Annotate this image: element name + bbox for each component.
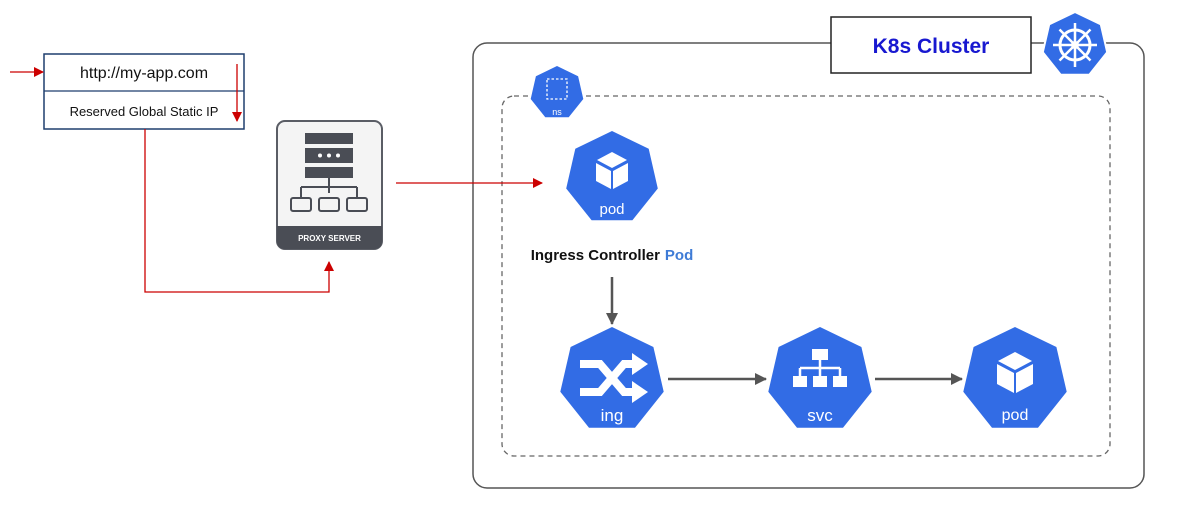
ip-to-proxy-arrow bbox=[144, 129, 334, 293]
ingress-label: ing bbox=[601, 406, 624, 425]
backend-pod-label: pod bbox=[1002, 407, 1029, 424]
cluster-title-box bbox=[830, 16, 1032, 74]
pod-cube-icon bbox=[963, 327, 1067, 428]
ingress-controller-pod-label: pod bbox=[599, 201, 624, 218]
caption-prefix: Ingress Controller bbox=[531, 247, 660, 264]
namespace-label: ns bbox=[552, 107, 562, 117]
namespace-icon bbox=[530, 66, 584, 118]
cluster-title: K8s Cluster bbox=[873, 35, 990, 58]
static-ip-text: Reserved Global Static IP bbox=[70, 104, 219, 119]
service-tree-icon bbox=[768, 327, 872, 428]
proxy-server-icon bbox=[276, 120, 383, 250]
cluster-boundary bbox=[472, 42, 1145, 489]
ingress-controller-caption: Ingress Controller Pod bbox=[531, 247, 694, 264]
pod-cube-icon bbox=[566, 131, 658, 221]
url-text: http://my-app.com bbox=[80, 65, 208, 82]
caption-suffix: Pod bbox=[665, 247, 693, 264]
service-label: svc bbox=[807, 406, 833, 425]
namespace-boundary bbox=[501, 95, 1111, 457]
proxy-label: PROXY SERVER bbox=[298, 234, 361, 243]
ingress-shuffle-icon bbox=[560, 327, 664, 428]
kubernetes-helm-icon bbox=[1041, 10, 1109, 76]
